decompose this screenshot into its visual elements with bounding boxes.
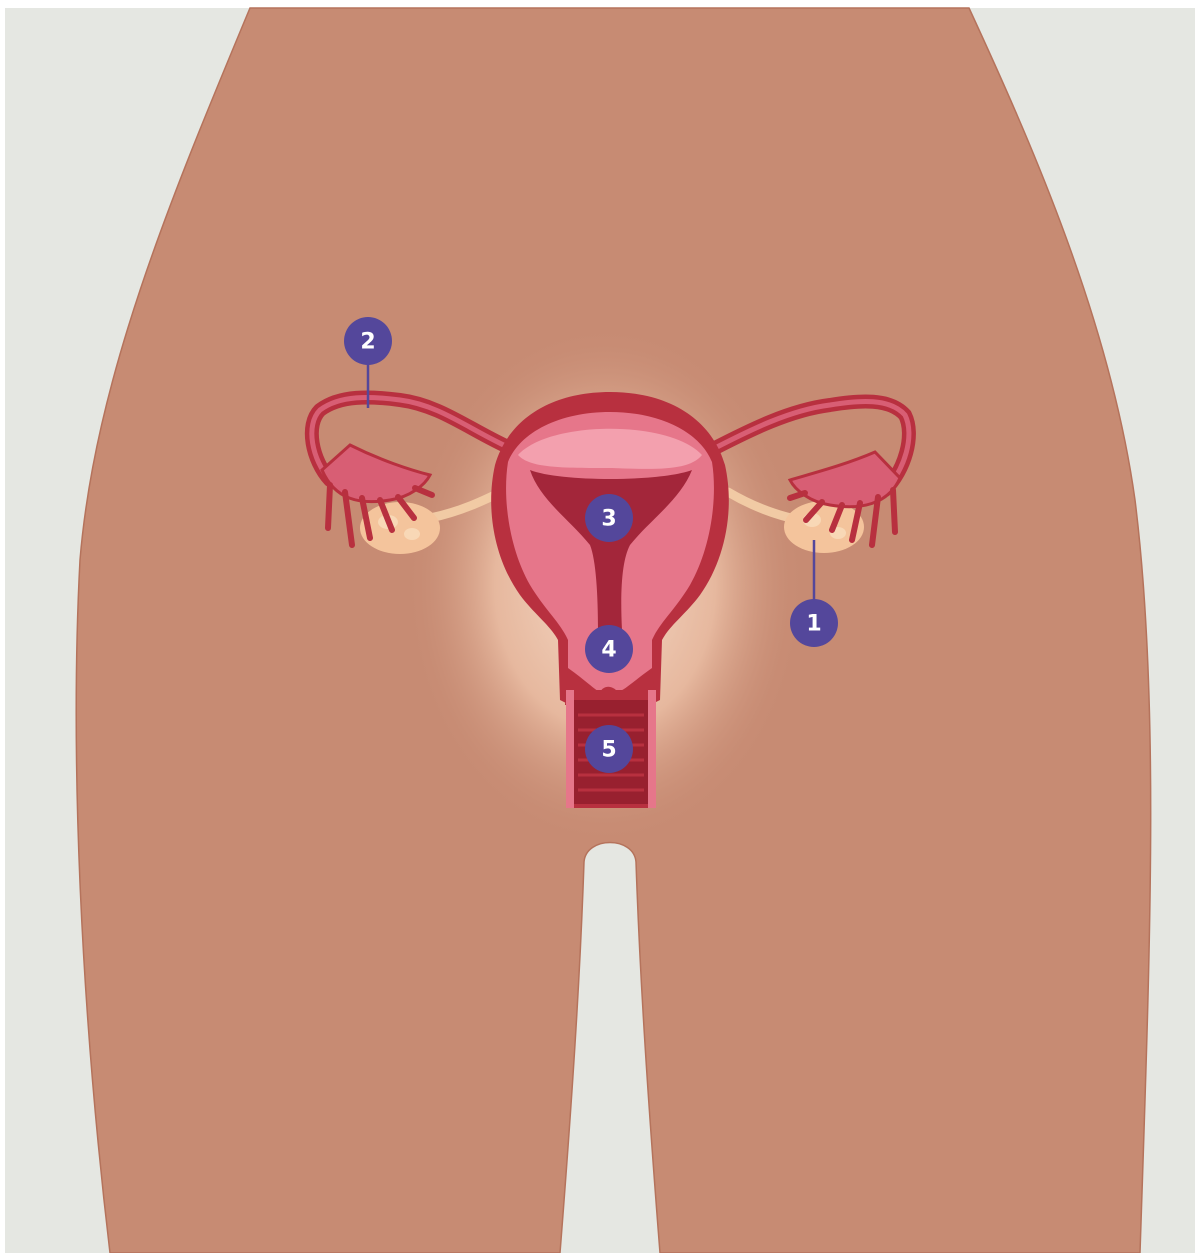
left-ovary: [360, 502, 440, 554]
marker-4[interactable]: 4: [585, 625, 633, 673]
marker-3[interactable]: 3: [585, 494, 633, 542]
marker-2[interactable]: 2: [344, 317, 392, 365]
marker-3-label: 3: [601, 507, 616, 532]
marker-1[interactable]: 1: [790, 599, 838, 647]
marker-5[interactable]: 5: [585, 725, 633, 773]
marker-1-label: 1: [806, 612, 821, 637]
marker-4-label: 4: [601, 638, 616, 663]
marker-2-label: 2: [360, 330, 375, 355]
marker-5-label: 5: [601, 738, 616, 763]
